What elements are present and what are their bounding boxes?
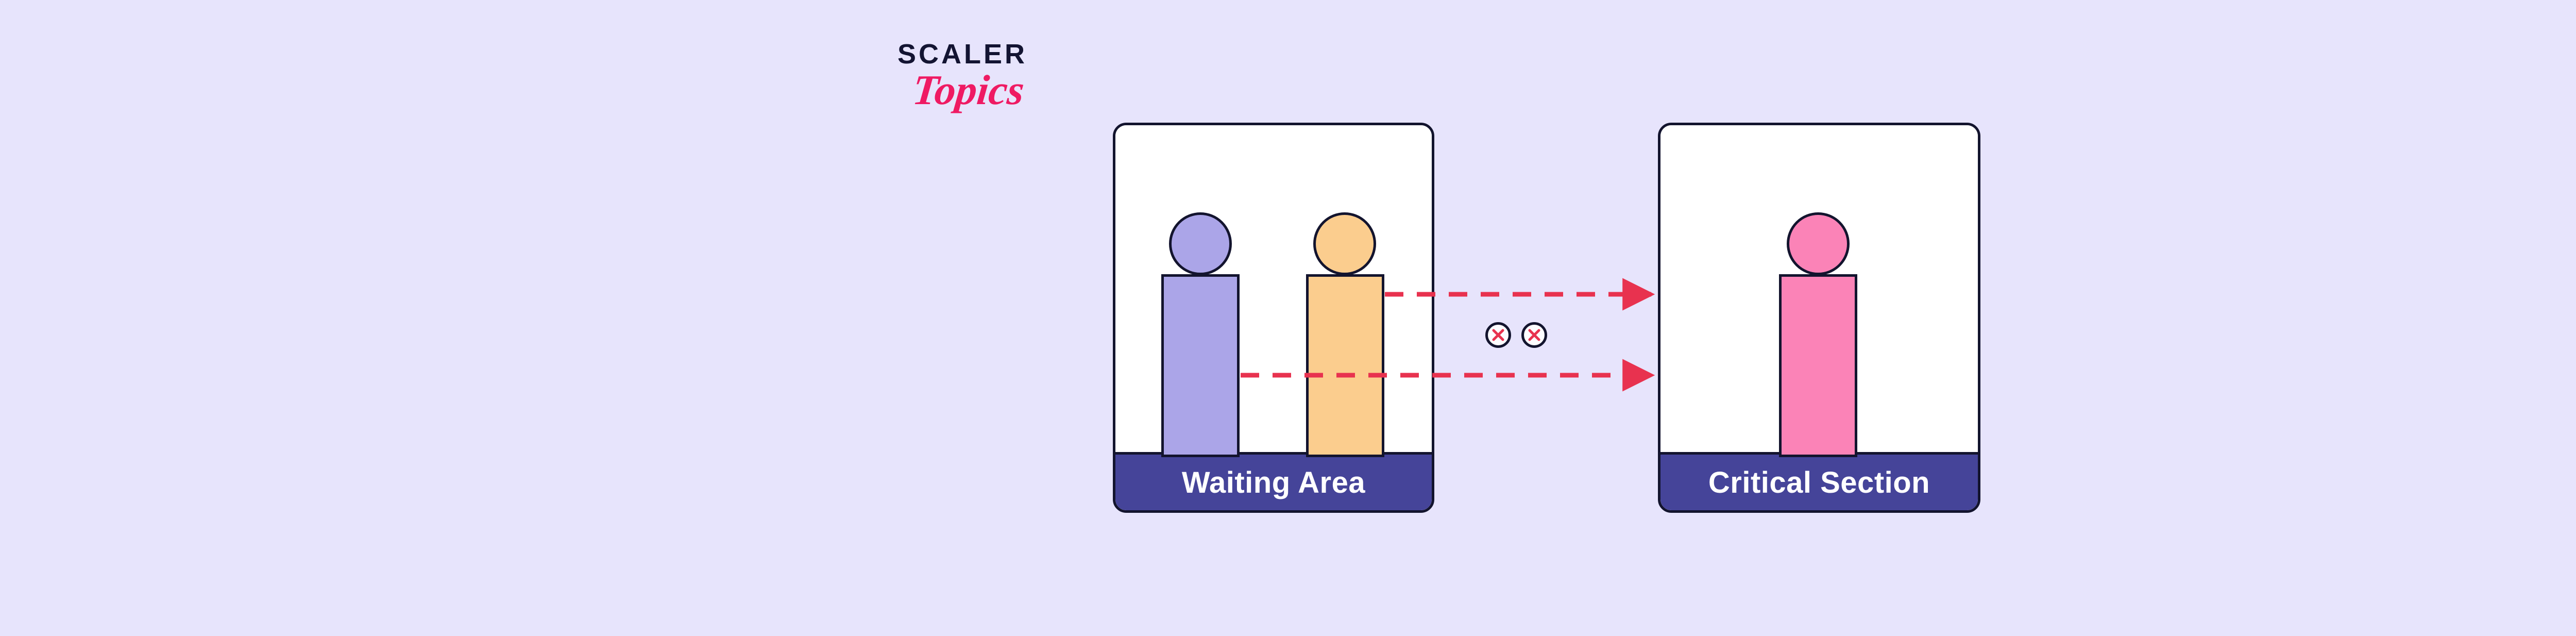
person-icon-purple-head — [1169, 212, 1232, 275]
circle-x-icon — [1485, 322, 1511, 348]
person-icon-orange-body — [1306, 274, 1384, 457]
panel-waiting-area-label: Waiting Area — [1181, 465, 1366, 499]
person-icon-pink-head — [1787, 212, 1850, 275]
panel-waiting-area-footer: Waiting Area — [1115, 452, 1432, 510]
logo-wordmark-scaler: SCALER — [897, 39, 1028, 70]
circle-x-icon — [1521, 322, 1547, 348]
logo-wordmark-topics: Topics — [910, 66, 1027, 113]
person-icon-pink-body — [1779, 274, 1857, 457]
scaler-topics-logo: SCALER Topics — [897, 40, 1062, 143]
panel-critical-section-label: Critical Section — [1708, 465, 1930, 499]
person-icon-orange-head — [1313, 212, 1376, 275]
panel-critical-section: Critical Section — [1658, 123, 1980, 513]
person-icon-purple-body — [1161, 274, 1240, 457]
panel-critical-section-footer: Critical Section — [1660, 452, 1978, 510]
